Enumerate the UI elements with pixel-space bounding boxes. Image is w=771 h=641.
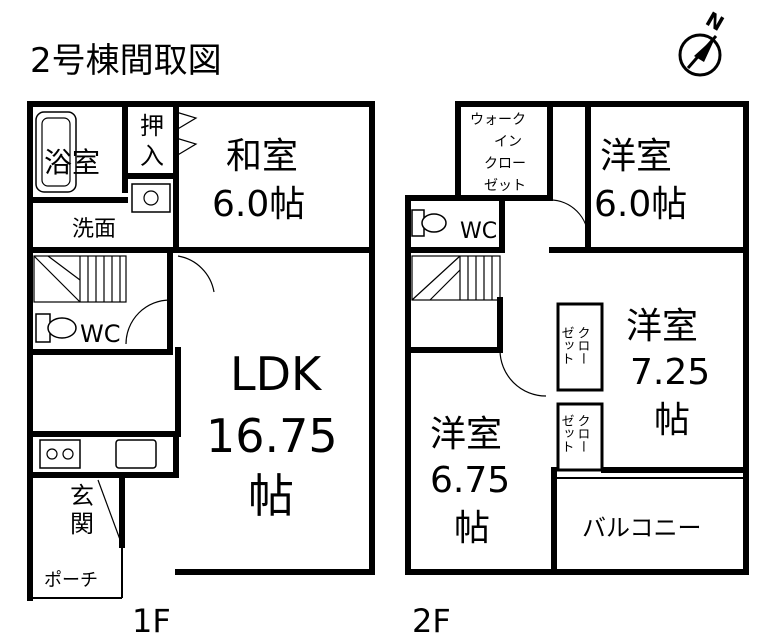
room3-size: 6.75 (430, 460, 510, 501)
entrance-label-2: 関 (70, 510, 94, 538)
closet-a-label-2: ゼット (559, 326, 575, 365)
wic-label-1: ウォーク (470, 112, 526, 128)
ldk-unit: 帖 (248, 469, 294, 523)
floor-1-label: 1F (132, 602, 171, 640)
balcony-label: バルコニー (582, 514, 702, 542)
north-arrow-icon: N (678, 7, 729, 77)
room2-size: 7.25 (630, 352, 710, 393)
wc-2f-label: WC (460, 219, 497, 244)
stairs-1f (33, 255, 127, 303)
washroom-label: 洗面 (72, 217, 116, 242)
japanese-room-size: 6.0帖 (212, 184, 305, 225)
stairs-2f (411, 255, 501, 301)
room1-name: 洋室 (600, 136, 672, 177)
floor-2-label: 2F (412, 602, 451, 640)
plan-title: 2号棟間取図 (30, 41, 222, 81)
entrance-label-1: 玄 (70, 482, 94, 510)
ldk-size: 16.75 (206, 409, 338, 463)
floor-2-plan: ウォーク イン クロー ゼット 洋室 6.0帖 WC クロー ゼット クロー ゼ… (405, 101, 749, 640)
wic-label-3: クロー (484, 156, 526, 172)
room1-size: 6.0帖 (594, 184, 687, 225)
closet-label-bottom: 入 (140, 142, 164, 170)
closet-b-label-2: ゼット (559, 414, 575, 453)
room3-name: 洋室 (430, 414, 502, 455)
closet-b-label-1: クロー (575, 414, 590, 453)
bath-label: 浴室 (44, 146, 100, 179)
porch-label: ポーチ (44, 570, 98, 591)
room2-unit: 帖 (654, 400, 690, 441)
japanese-room-name: 和室 (226, 136, 298, 177)
wic-label-2: イン (494, 134, 522, 150)
closet-a-label-1: クロー (575, 326, 590, 365)
wic-label-4: ゼット (484, 178, 526, 194)
wc-1f-label: WC (80, 320, 121, 348)
room2-name: 洋室 (626, 306, 698, 347)
north-label: N (702, 7, 729, 36)
ldk-name: LDK (230, 347, 323, 401)
floor-1-plan: 浴室 押 入 洗面 和室 6.0帖 WC (27, 101, 375, 640)
closet-label-top: 押 (140, 112, 164, 140)
room3-unit: 帖 (454, 508, 490, 549)
